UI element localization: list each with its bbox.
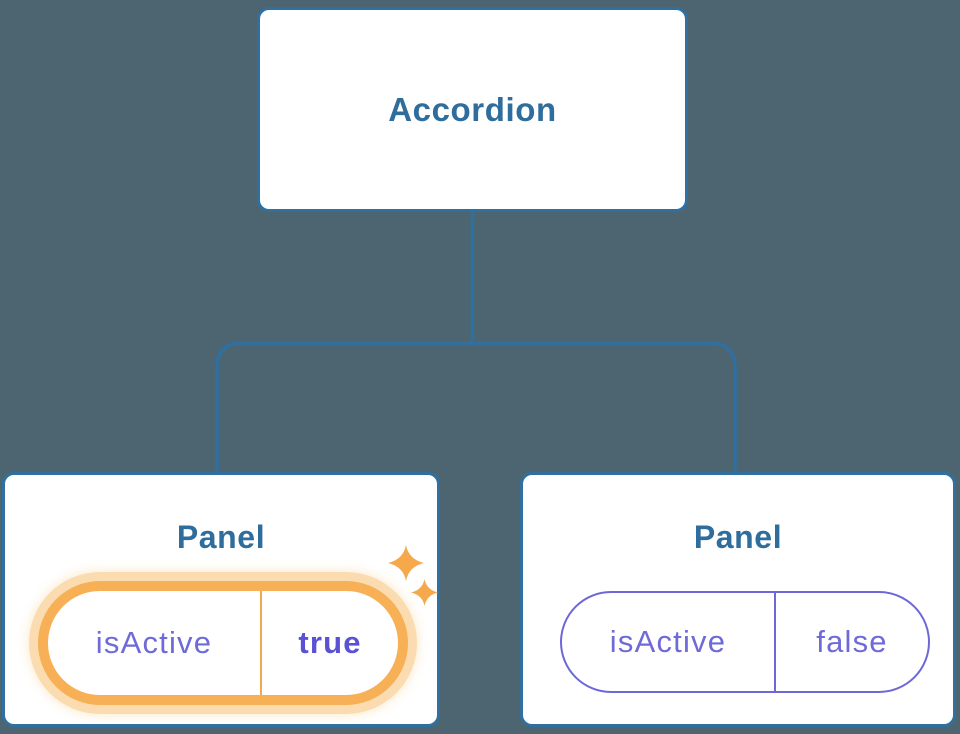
state-key-label: isActive xyxy=(95,625,213,660)
state-key-label: isActive xyxy=(609,624,727,659)
accordion-node: Accordion xyxy=(257,7,688,212)
panel-node-title: Panel xyxy=(176,519,266,555)
state-pill-active: isActive true xyxy=(38,581,408,705)
connector-branch xyxy=(215,341,737,471)
panel-node-inactive: Panel isActive false xyxy=(520,472,956,727)
state-value-label: false xyxy=(774,593,928,691)
panel-node-title: Panel xyxy=(693,519,783,555)
state-pill-inactive: isActive false xyxy=(560,591,930,693)
sparkle-icon-small xyxy=(411,579,438,606)
state-value-label: true xyxy=(260,591,398,695)
sparkle-icon xyxy=(388,545,424,581)
accordion-node-label: Accordion xyxy=(388,90,557,128)
panel-node-active: Panel isActive true xyxy=(2,472,440,727)
